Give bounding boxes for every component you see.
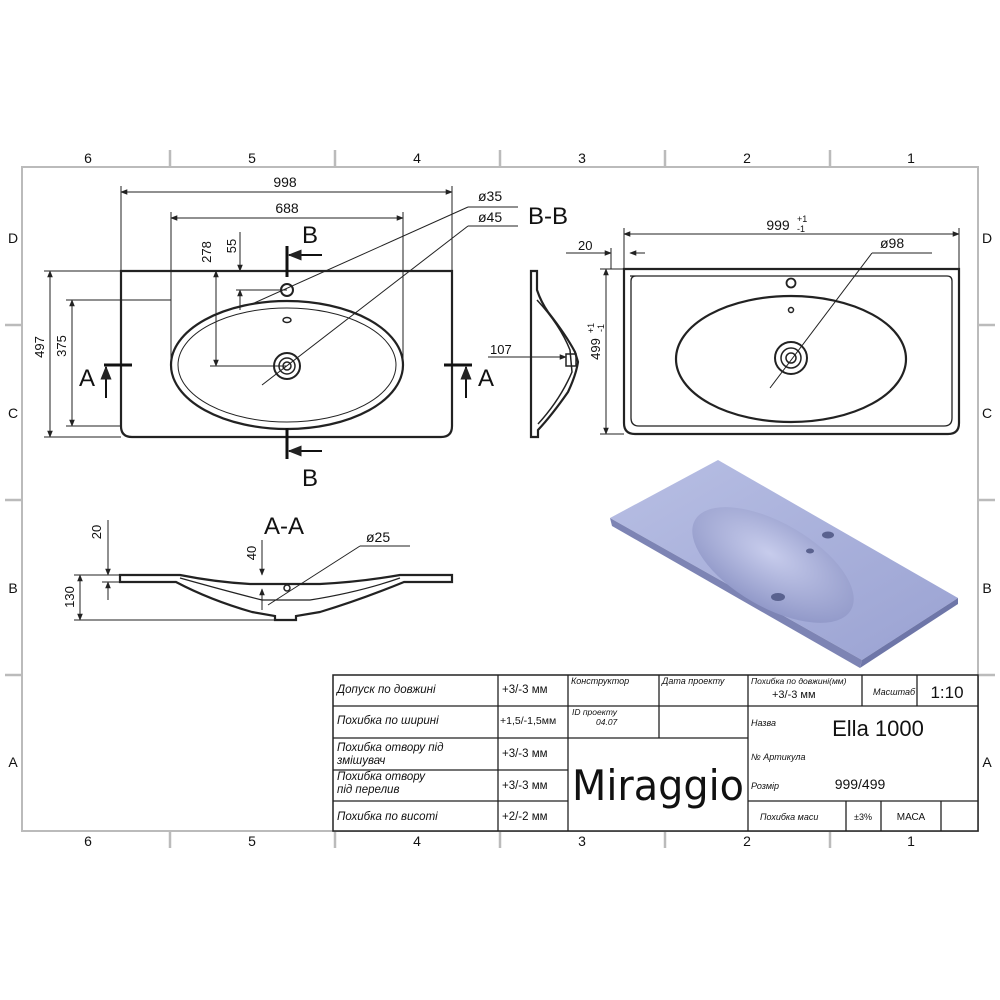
row-label-left: A — [8, 754, 18, 770]
dim-278-label: 278 — [199, 241, 214, 263]
project-date-label: Дата проекту — [661, 676, 725, 686]
tolerance-value: +3/-3 мм — [502, 684, 548, 696]
tolerance-value: +2/-2 мм — [502, 811, 548, 823]
article-label: № Артикула — [751, 752, 806, 762]
brand-logo-text: Miraggio — [572, 761, 744, 810]
tolerance-value: +3/-3 мм — [502, 780, 548, 792]
size-value: 999/499 — [835, 776, 886, 792]
col-label-top: 1 — [907, 150, 915, 166]
row-label-left: C — [8, 405, 18, 421]
col-label-bottom: 6 — [84, 833, 92, 849]
tolerance-label: Допуск по довжині — [335, 684, 436, 696]
dim-40-label: 40 — [244, 546, 259, 560]
tolerance-label: Похибка отвору під — [337, 742, 443, 754]
designer-label: Конструктор — [571, 676, 629, 686]
project-id-label: ID проекту — [572, 707, 618, 717]
dia-98-label: ø98 — [880, 235, 904, 251]
dim-499-label: 499 — [588, 338, 603, 360]
dia-45-label: ø45 — [478, 209, 502, 225]
tolerance-value: +1,5/-1,5мм — [500, 715, 556, 727]
dia-35-label: ø35 — [478, 188, 502, 204]
col-label-bottom: 5 — [248, 833, 256, 849]
name-label: Назва — [751, 718, 776, 728]
section-bb-view: B-B 107 — [488, 203, 580, 439]
col-label-bottom: 3 — [578, 833, 586, 849]
dim-497-label: 497 — [32, 336, 47, 358]
dim-20-label-side: 20 — [578, 238, 592, 253]
row-label-right: D — [982, 230, 992, 246]
row-label-right: B — [982, 580, 991, 596]
dim-999-label: 999 — [766, 217, 790, 233]
dim-999-tol-minus: -1 — [797, 224, 805, 234]
dim-130-label: 130 — [62, 586, 77, 608]
scale-value: 1:10 — [930, 683, 963, 702]
dim-999-tol-plus: +1 — [797, 214, 807, 224]
section-b-label-bottom: B — [302, 465, 318, 492]
tolerance-value: +3/-3 мм — [502, 748, 548, 760]
section-bb-title: B-B — [528, 203, 568, 230]
scale-label: Масштаб — [873, 687, 916, 697]
basin-3d-render — [610, 460, 958, 668]
col-label-bottom: 2 — [743, 833, 751, 849]
dim-688-label: 688 — [275, 200, 299, 216]
section-aa-title: A-A — [264, 513, 304, 540]
row-label-right: C — [982, 405, 992, 421]
dim-20-label-aa: 20 — [89, 525, 104, 539]
dia-25-label: ø25 — [366, 529, 390, 545]
dim-375-label: 375 — [54, 335, 69, 357]
name-value: Ella 1000 — [832, 716, 924, 741]
dim-499-tol: +1-1 — [586, 323, 606, 333]
mass-label: МАСА — [897, 812, 926, 823]
row-label-left: B — [8, 580, 17, 596]
section-a-label-right: A — [478, 365, 494, 392]
row-label-left: D — [8, 230, 18, 246]
dim-55-label: 55 — [224, 239, 239, 253]
tolerance-label: змішувач — [336, 755, 385, 767]
col-label-bottom: 4 — [413, 833, 421, 849]
col-label-top: 5 — [248, 150, 256, 166]
col-label-top: 6 — [84, 150, 92, 166]
project-id-value: 04.07 — [596, 717, 618, 727]
tolerance-label: Похибка отвору — [337, 771, 426, 783]
dim-107-label: 107 — [490, 342, 512, 357]
tolerance-label: Похибка по ширині — [337, 715, 439, 727]
row-label-right: A — [982, 754, 992, 770]
mass-tol-label: Похибка маси — [760, 812, 818, 822]
col-label-top: 2 — [743, 150, 751, 166]
section-aa-view: A-A 20 130 40 ø25 — [62, 513, 454, 622]
size-label: Розмір — [751, 781, 779, 791]
mass-tol-value: ±3% — [854, 812, 872, 822]
col-label-top: 3 — [578, 150, 586, 166]
title-block: Допуск по довжині Похибка по ширині Похи… — [332, 674, 979, 832]
tolerance-label: під перелив — [337, 784, 399, 796]
section-b-label-top: B — [302, 222, 318, 249]
section-a-label-left: A — [79, 365, 95, 392]
length-tol-label: Похибка по довжині(мм) — [751, 676, 847, 686]
dim-998-label: 998 — [273, 174, 297, 190]
top-view: 998 688 278 55 497 375 ø35 ø45 — [32, 174, 518, 492]
tolerance-label: Похибка по висоті — [337, 811, 438, 823]
col-label-bottom: 1 — [907, 833, 915, 849]
col-label-top: 4 — [413, 150, 421, 166]
side-view: 999 +1 -1 20 ø98 499 +1-1 — [566, 214, 961, 436]
length-tol-value: +3/-3 мм — [772, 689, 816, 701]
